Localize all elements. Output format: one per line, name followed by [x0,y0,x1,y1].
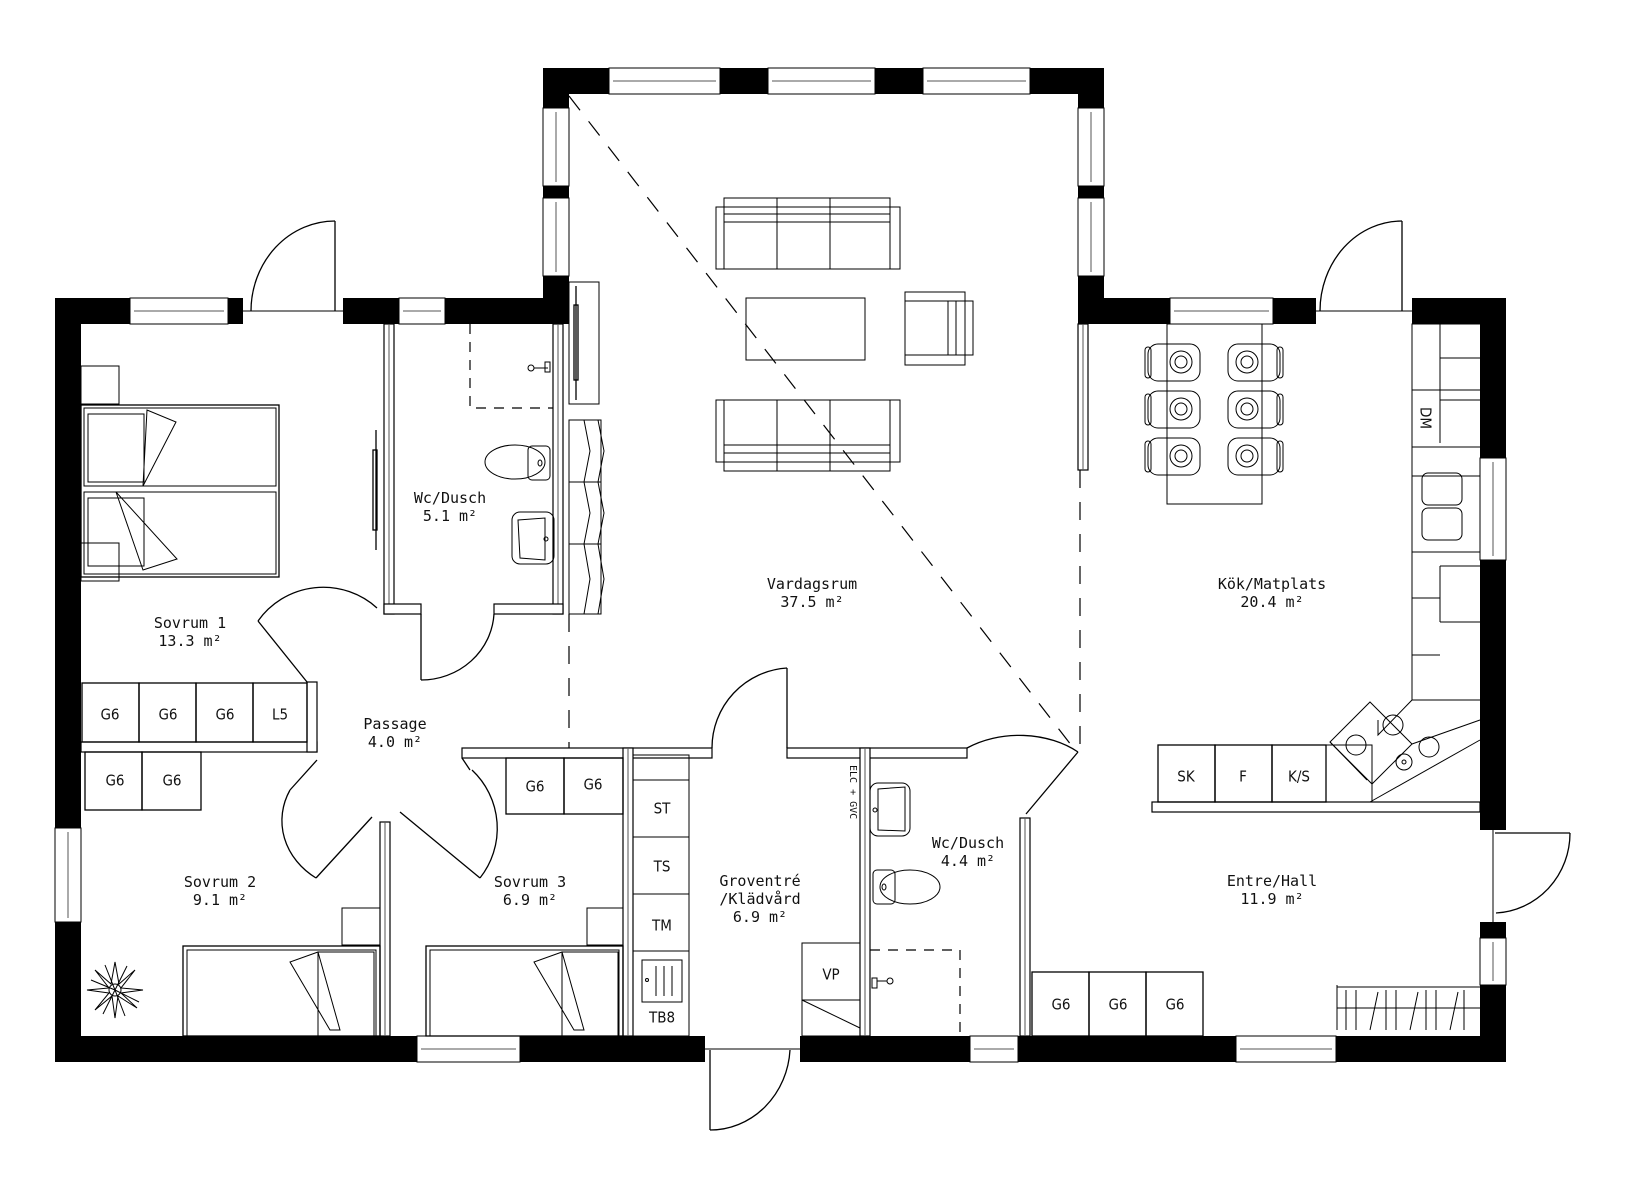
cabinet-label: G6 [583,776,602,794]
shower-icon [527,361,551,373]
windows [54,67,1507,1063]
cabinet-label: TS [653,858,671,876]
coffee-table-icon [745,297,866,361]
drying-cabinet-icon [632,754,690,1037]
sofa-icon [715,399,901,472]
door-sovrum3[interactable] [399,757,498,879]
elc-note: ELC + GVC [847,765,858,819]
room-name: Kök/Matplats [1218,575,1326,593]
room-name: Groventré [719,872,800,890]
shower-icon [871,977,894,989]
cabinet-label: VP [822,966,839,984]
exterior-doors[interactable] [243,220,1571,1131]
cabinet-label: G6 [1108,996,1127,1014]
single-bed-icon [425,907,624,1037]
double-bed-icon [80,365,280,582]
cabinet-label: G6 [1051,996,1070,1014]
cabinet-label: G6 [105,772,124,790]
dining-chairs [1144,343,1284,476]
door-sovrum1-exterior[interactable] [243,220,343,312]
door-wc1[interactable] [420,613,495,681]
room-wc-dusch-1: Wc/Dusch 5.1 m² [414,489,486,525]
door-entre-exterior[interactable] [1492,830,1571,922]
room-area: 4.4 m² [941,852,995,870]
toilet-icon [872,869,941,905]
door-groventre-exterior[interactable] [705,1048,800,1131]
sink-icon [511,511,555,565]
room-area: 13.3 m² [158,632,221,650]
cabinet-boxes [81,682,1327,1037]
dining-table-icon [1166,323,1263,505]
room-name: Vardagsrum [767,575,857,593]
single-bed-icon [182,907,381,1037]
room-name: Sovrum 3 [494,873,566,891]
room-name: /Klädvård [719,890,800,908]
room-vardagsrum: Vardagsrum 37.5 m² [767,575,857,611]
room-name: Passage [363,715,426,733]
cabinet-label: K/S [1288,768,1310,786]
room-area: 5.1 m² [423,507,477,525]
room-sovrum2: Sovrum 2 9.1 m² [184,873,256,909]
door-kitchen-exterior[interactable] [1316,220,1412,312]
door-sovrum2[interactable] [281,759,373,879]
cabinet-label: G6 [1165,996,1184,1014]
room-name: Sovrum 1 [154,614,226,632]
interior-walls [80,323,1481,1037]
room-area: 4.0 m² [368,733,422,751]
room-area: 11.9 m² [1240,890,1303,908]
room-groventre: Groventré /Klädvård 6.9 m² [719,872,800,926]
room-area: 6.9 m² [733,908,787,926]
room-area: 6.9 m² [503,891,557,909]
cabinet-label: G6 [215,706,234,724]
room-wc-dusch-2: Wc/Dusch 4.4 m² [932,834,1004,870]
cabinet-label: SK [1177,768,1196,786]
cabinet-label: G6 [100,706,119,724]
cabinet-label: DM [1417,407,1435,429]
room-passage: Passage 4.0 m² [363,715,426,751]
sink-icon [869,782,911,837]
room-name: Wc/Dusch [932,834,1004,852]
room-area: 9.1 m² [193,891,247,909]
cabinet-label: F [1239,768,1247,786]
cabinet-label: G6 [158,706,177,724]
interior-doors[interactable] [257,586,1079,879]
cabinet-label: G6 [162,772,181,790]
room-area: 20.4 m² [1240,593,1303,611]
cabinet-label: TM [651,917,672,935]
cabinet-label: G6 [525,778,544,796]
room-labels: Sovrum 1 13.3 m² Wc/Dusch 5.1 m² Vardags… [154,489,1326,926]
coat-rack-icon [1336,985,1480,1031]
shelf-icon [568,419,605,615]
armchair-icon [904,291,974,366]
door-wc2[interactable] [966,734,1079,815]
kitchen-counter [1377,323,1480,737]
room-area: 37.5 m² [780,593,843,611]
room-kok-matplats: Kök/Matplats 20.4 m² [1218,575,1326,611]
door-groventre[interactable] [711,667,788,749]
room-name: Entre/Hall [1227,872,1317,890]
cabinet-labels: G6 G6 G6 L5 G6 G6 G6 G6 ST TS TM TB8 VP … [100,407,1434,1027]
room-sovrum1: Sovrum 1 13.3 m² [154,614,226,650]
sofa-icon [715,197,901,270]
furniture [80,197,1481,1037]
room-sovrum3: Sovrum 3 6.9 m² [494,873,566,909]
toilet-icon [484,444,551,481]
door-sovrum1[interactable] [257,586,378,683]
cabinet-label: L5 [272,706,288,724]
cabinet-label: TB8 [648,1009,675,1027]
plant-icon [86,961,144,1019]
stove-icon [1329,699,1481,803]
cabinet-label: ST [654,800,672,818]
room-entre-hall: Entre/Hall 11.9 m² [1227,872,1317,908]
room-name: Sovrum 2 [184,873,256,891]
dashed-lines [469,95,1081,1036]
room-name: Wc/Dusch [414,489,486,507]
